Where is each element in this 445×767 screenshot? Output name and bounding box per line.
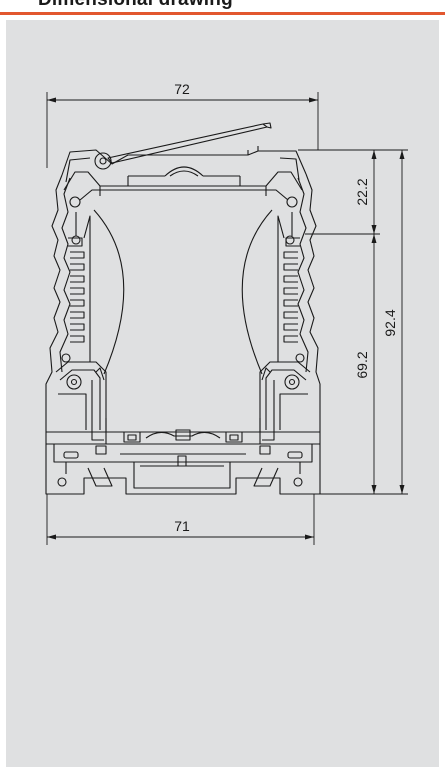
left-ribs bbox=[68, 212, 91, 362]
top-dome bbox=[164, 166, 204, 177]
arrow-total-bottom bbox=[399, 485, 405, 494]
arrow-bottom-right bbox=[305, 534, 314, 540]
dim-label-bottom-width: 71 bbox=[174, 518, 190, 534]
arrow-bottom-left bbox=[47, 534, 56, 540]
title-strip: Dimensional drawing bbox=[0, 0, 445, 14]
lever-arm bbox=[107, 123, 268, 164]
left-outer-profile bbox=[45, 174, 63, 432]
lever-pivot bbox=[94, 152, 112, 170]
dim-label-top-width: 72 bbox=[174, 81, 190, 97]
right-ribs bbox=[277, 212, 300, 362]
top-cover bbox=[61, 149, 307, 176]
right-outer-profile bbox=[305, 173, 321, 432]
dimension-lines bbox=[46, 92, 408, 545]
arrow-top-right bbox=[309, 97, 318, 103]
dim-label-upper-height: 22.2 bbox=[354, 178, 370, 205]
arrow-lower-top bbox=[371, 234, 377, 243]
arrow-upper-top bbox=[371, 150, 377, 159]
housing-outline bbox=[45, 122, 321, 495]
arrow-lower-bottom bbox=[371, 485, 377, 494]
page-title: Dimensional drawing bbox=[38, 0, 233, 11]
left-inner-arc bbox=[93, 209, 125, 375]
arrow-upper-bottom bbox=[371, 225, 377, 234]
dim-label-total-height: 92.4 bbox=[382, 309, 398, 336]
arrow-top-left bbox=[47, 97, 56, 103]
arrow-total-top bbox=[399, 150, 405, 159]
right-inner-arc bbox=[241, 209, 273, 375]
dimension-arrows bbox=[47, 97, 405, 540]
accent-rule bbox=[0, 12, 445, 15]
dim-label-lower-height: 69.2 bbox=[354, 351, 370, 378]
